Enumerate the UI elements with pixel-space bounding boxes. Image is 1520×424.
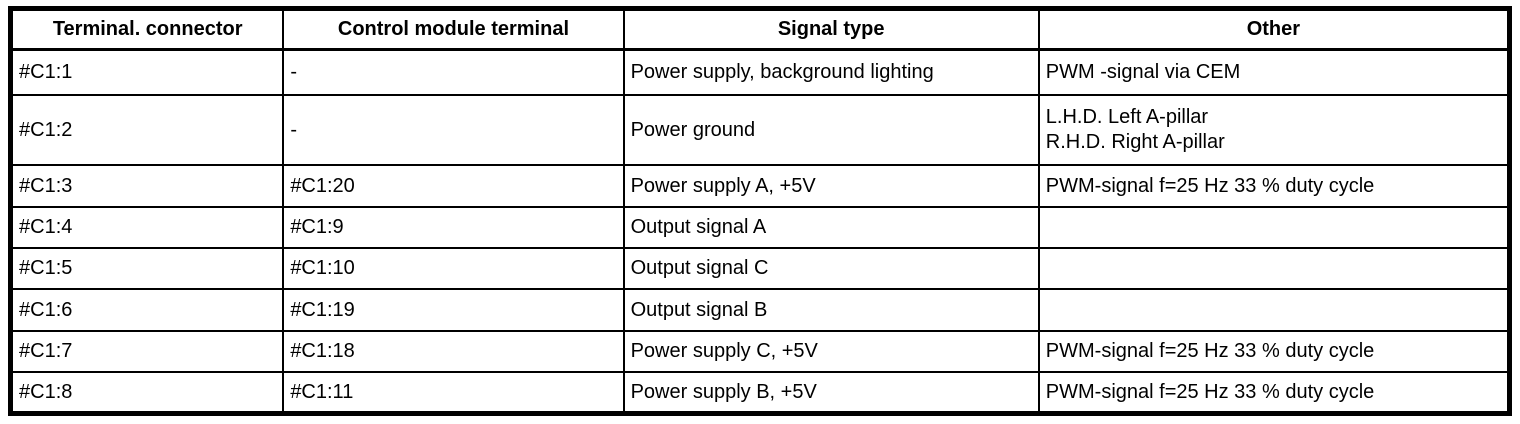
cell-other: PWM -signal via CEM (1037, 48, 1511, 96)
cell-signal-type: Power supply B, +5V (622, 371, 1040, 415)
cell-terminal-connector: #C1:4 (9, 205, 285, 250)
cell-control-module-terminal: #C1:18 (282, 329, 625, 374)
cell-other: L.H.D. Left A-pillar R.H.D. Right A-pill… (1037, 93, 1511, 167)
table-row: #C1:6 #C1:19 Output signal B (9, 288, 1511, 332)
cell-terminal-connector: #C1:5 (9, 247, 285, 291)
cell-other (1037, 247, 1511, 291)
table-row: #C1:5 #C1:10 Output signal C (9, 247, 1511, 291)
cell-terminal-connector: #C1:7 (9, 329, 285, 374)
cell-other: PWM-signal f=25 Hz 33 % duty cycle (1037, 329, 1511, 374)
cell-signal-type: Power supply A, +5V (622, 164, 1040, 208)
cell-signal-type: Power supply, background lighting (622, 48, 1040, 96)
terminal-pin-table-wrapper: Terminal. connector Control module termi… (8, 6, 1512, 416)
col-header-other: Other (1037, 7, 1511, 51)
table-header-row: Terminal. connector Control module termi… (9, 7, 1511, 51)
col-header-terminal-connector: Terminal. connector (9, 7, 285, 51)
cell-signal-type: Power supply C, +5V (622, 329, 1040, 374)
cell-terminal-connector: #C1:3 (9, 164, 285, 208)
cell-terminal-connector: #C1:1 (9, 48, 285, 96)
table-row: #C1:1 - Power supply, background lightin… (9, 48, 1511, 96)
terminal-pin-table: Terminal. connector Control module termi… (8, 6, 1512, 416)
cell-signal-type: Output signal A (622, 205, 1040, 250)
cell-signal-type: Output signal C (622, 247, 1040, 291)
cell-control-module-terminal: - (282, 93, 625, 167)
table-row: #C1:2 - Power ground L.H.D. Left A-pilla… (9, 93, 1511, 167)
table-row: #C1:3 #C1:20 Power supply A, +5V PWM-sig… (9, 164, 1511, 208)
table-row: #C1:7 #C1:18 Power supply C, +5V PWM-sig… (9, 329, 1511, 374)
cell-signal-type: Output signal B (622, 288, 1040, 332)
cell-other (1037, 288, 1511, 332)
table-row: #C1:8 #C1:11 Power supply B, +5V PWM-sig… (9, 371, 1511, 415)
cell-control-module-terminal: #C1:19 (282, 288, 625, 332)
cell-control-module-terminal: - (282, 48, 625, 96)
cell-control-module-terminal: #C1:9 (282, 205, 625, 250)
cell-control-module-terminal: #C1:20 (282, 164, 625, 208)
cell-other: PWM-signal f=25 Hz 33 % duty cycle (1037, 164, 1511, 208)
cell-control-module-terminal: #C1:11 (282, 371, 625, 415)
cell-other: PWM-signal f=25 Hz 33 % duty cycle (1037, 371, 1511, 415)
col-header-control-module-terminal: Control module terminal (282, 7, 625, 51)
cell-terminal-connector: #C1:8 (9, 371, 285, 415)
cell-terminal-connector: #C1:2 (9, 93, 285, 167)
col-header-signal-type: Signal type (622, 7, 1040, 51)
cell-other (1037, 205, 1511, 250)
table-row: #C1:4 #C1:9 Output signal A (9, 205, 1511, 250)
cell-signal-type: Power ground (622, 93, 1040, 167)
cell-control-module-terminal: #C1:10 (282, 247, 625, 291)
cell-terminal-connector: #C1:6 (9, 288, 285, 332)
